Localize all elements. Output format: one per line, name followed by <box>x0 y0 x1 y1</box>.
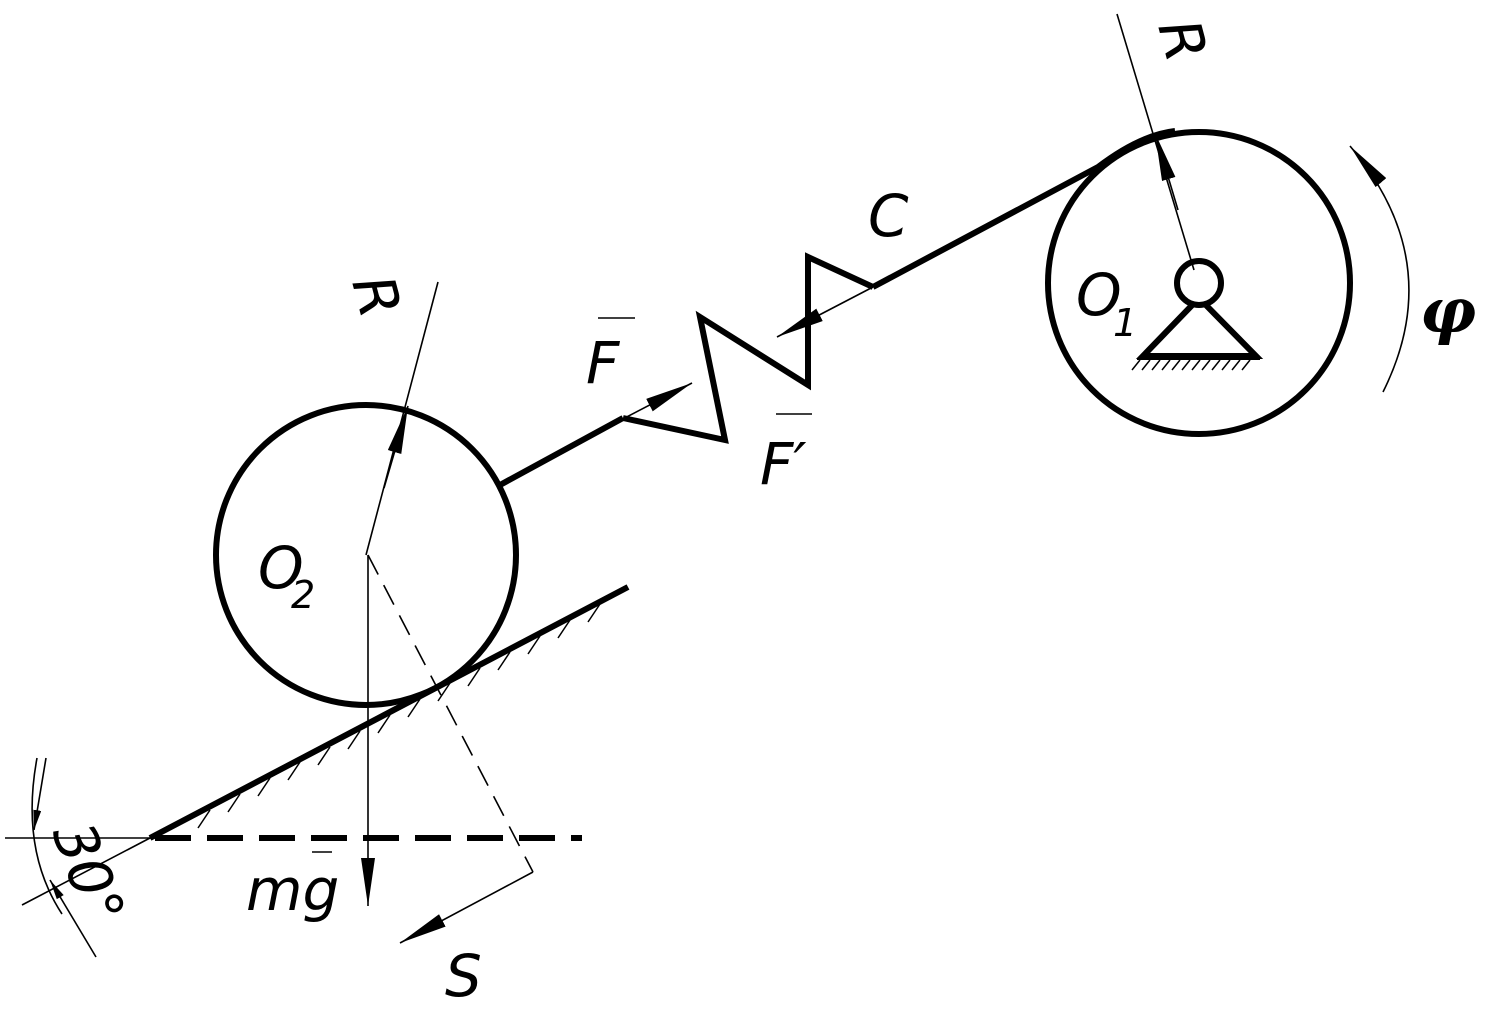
label-angle-30: 30° <box>39 814 138 934</box>
rope-to-o1 <box>871 128 1176 290</box>
construction-dashed-line <box>367 554 534 873</box>
label-f-prime-force: F′ <box>760 430 807 498</box>
inclined-plane <box>148 584 630 841</box>
label-r-o1: R <box>1144 12 1220 69</box>
displacement-s-arrow <box>399 871 534 944</box>
incline-hatching <box>197 603 601 829</box>
label-mg: mg <box>246 856 339 924</box>
label-f-force: F <box>586 329 621 397</box>
force-f-prime-arrow <box>776 286 874 338</box>
radius-arrow-o1 <box>1154 132 1179 211</box>
spring <box>622 252 875 444</box>
angle-arrow-bottom <box>49 879 97 958</box>
label-c-spring-stiffness: C <box>868 182 909 250</box>
radius-arrow-o2 <box>383 405 409 489</box>
rotation-arc-phi <box>1349 145 1410 393</box>
label-o2: O 2 <box>258 534 315 617</box>
cylinder-o2 <box>213 402 519 708</box>
label-o2-sub: 2 <box>291 573 315 617</box>
pulley-o1 <box>1045 129 1353 437</box>
label-r-o2: R <box>338 268 414 325</box>
label-s-displacement: S <box>445 942 482 1010</box>
pin-support-o1 <box>1135 293 1264 359</box>
label-o2-main: O <box>258 534 304 602</box>
incline-extension <box>21 837 151 906</box>
pin-o1 <box>1174 258 1224 308</box>
label-o1-main: O <box>1076 261 1122 329</box>
label-phi: φ <box>1420 274 1476 347</box>
force-f-arrow <box>589 382 693 437</box>
label-o1: O 1 <box>1076 261 1137 345</box>
ground-hatching-o1 <box>1131 358 1260 371</box>
angle-arrow-top <box>33 757 47 831</box>
label-o1-sub: 1 <box>1113 301 1137 345</box>
